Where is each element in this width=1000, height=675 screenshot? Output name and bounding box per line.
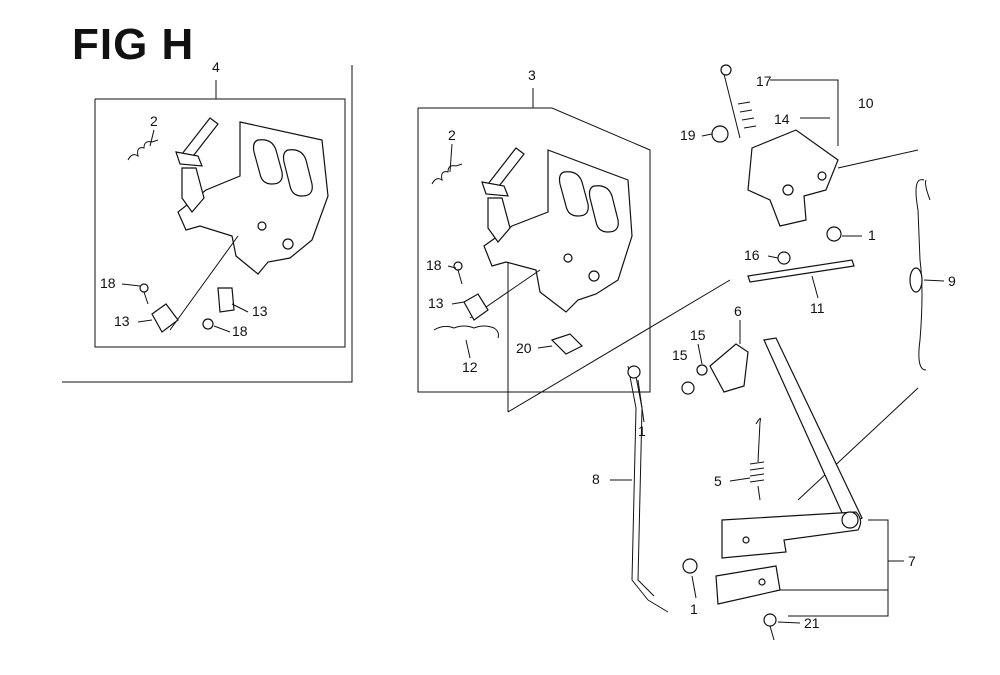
callout-13: 13 <box>428 295 444 311</box>
callout-1: 1 <box>638 423 646 439</box>
callout-3: 3 <box>528 67 536 83</box>
callout-15: 15 <box>690 327 706 343</box>
control-plate-left <box>127 117 329 331</box>
callout-19: 19 <box>680 127 696 143</box>
callout-14: 14 <box>774 111 790 127</box>
callout-10: 10 <box>858 95 874 111</box>
callout-4: 4 <box>212 59 220 75</box>
callout-18: 18 <box>426 257 442 273</box>
callout-12: 12 <box>462 359 478 375</box>
callout-6: 6 <box>734 303 742 319</box>
figure-title: FIG H <box>72 20 195 69</box>
callout-13: 13 <box>114 313 130 329</box>
callout-7: 7 <box>908 553 916 569</box>
rod-11 <box>747 226 855 283</box>
callout-18: 18 <box>100 275 116 291</box>
clips-left <box>139 283 235 333</box>
callout-13: 13 <box>252 303 268 319</box>
callout-21: 21 <box>804 615 820 631</box>
callout-18: 18 <box>232 323 248 339</box>
callout-5: 5 <box>714 473 722 489</box>
spring-9 <box>797 179 931 501</box>
lever-7 <box>715 337 889 641</box>
callout-labels: 4 2 18 13 13 18 3 2 18 13 12 20 17 14 10… <box>100 59 956 631</box>
callout-2: 2 <box>150 113 158 129</box>
callout-16: 16 <box>744 247 760 263</box>
spring-5 <box>749 418 765 501</box>
leader-lines <box>121 129 945 624</box>
governor-arm-assembly <box>711 64 919 227</box>
assembly-3-frame <box>417 88 731 413</box>
rod-8 <box>627 365 698 613</box>
control-plate-middle <box>431 147 633 319</box>
callout-2: 2 <box>448 127 456 143</box>
callout-1: 1 <box>868 227 876 243</box>
callout-15: 15 <box>672 347 688 363</box>
callout-11: 11 <box>810 300 825 316</box>
bracket-6 <box>681 343 749 395</box>
callout-1: 1 <box>690 601 698 617</box>
callout-20: 20 <box>516 340 532 356</box>
assembly-4-frame <box>62 65 353 383</box>
clips-middle <box>433 261 584 355</box>
callout-9: 9 <box>948 273 956 289</box>
callout-8: 8 <box>592 471 600 487</box>
callout-17: 17 <box>756 73 772 89</box>
